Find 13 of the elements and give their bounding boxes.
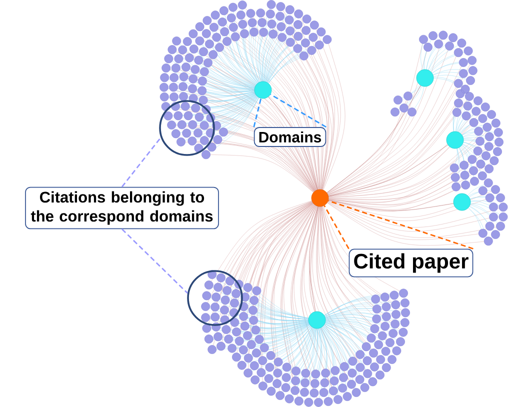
label-box: Cited paper (348, 248, 474, 278)
highlight-circle (187, 270, 243, 326)
graph-node (311, 189, 329, 207)
leader-line (253, 98, 262, 128)
leader-line (270, 94, 326, 128)
leader-line (324, 205, 350, 250)
label-box: Citations belonging to the correspond domains (25, 186, 219, 230)
graph-node (254, 81, 272, 99)
highlight-circle (159, 100, 215, 156)
leader-line (328, 200, 474, 250)
leader-line (121, 137, 162, 188)
label-box: Domains (254, 127, 326, 147)
leader-line (122, 228, 188, 294)
